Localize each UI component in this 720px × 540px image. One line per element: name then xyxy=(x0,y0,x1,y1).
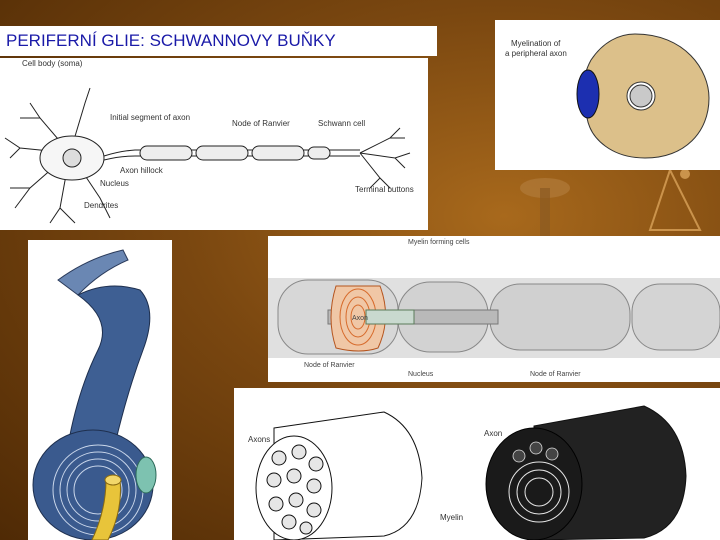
label-node-of-ranvier: Node of Ranvier xyxy=(232,119,290,128)
nerve-bundle-diagram: Axons Axon Myelin xyxy=(234,388,720,540)
nerve-bundle-illustration: Axons Axon Myelin xyxy=(248,405,687,540)
label-node-of-ranvier-right: Node of Ranvier xyxy=(530,371,581,378)
neuron-diagram: Cell body (soma) Initial segment of axon… xyxy=(0,58,428,230)
schwann-wrap-drawing xyxy=(32,249,157,540)
label-nucleus-3d: Nucleus xyxy=(408,371,434,378)
label-axon-3d: Axon xyxy=(352,315,368,322)
label-schwann-cell: Schwann cell xyxy=(318,119,365,128)
label-myelin-forming-cells: Myelin forming cells xyxy=(408,239,470,246)
label-dendrites: Dendrites xyxy=(84,201,118,210)
slide-title: PERIFERNÍ GLIE: SCHWANNOVY BUŇKY xyxy=(0,26,437,56)
label-terminal-buttons: Terminal buttons xyxy=(355,185,414,194)
myelination-diagram: Myelination of a peripheral axon xyxy=(495,20,720,170)
label-axon-hillock: Axon hillock xyxy=(120,166,164,175)
myelination-caption-line2: a peripheral axon xyxy=(505,49,567,58)
label-cell-body: Cell body (soma) xyxy=(22,59,83,68)
label-axons: Axons xyxy=(248,435,270,444)
myelination-illustration: Myelination of a peripheral axon xyxy=(505,33,710,159)
label-initial-segment: Initial segment of axon xyxy=(110,113,190,122)
myelin-forming-cells-diagram: Myelin forming cells Axon Node of Ranvie… xyxy=(268,236,720,382)
label-myelin: Myelin xyxy=(440,513,463,522)
myelination-caption-line1: Myelination of xyxy=(511,39,561,48)
scale-decoration xyxy=(520,167,702,238)
myelin-forming-cells-illustration: Myelin forming cells Axon Node of Ranvie… xyxy=(268,239,720,378)
schwann-wrap-illustration xyxy=(28,240,172,540)
label-nucleus: Nucleus xyxy=(100,179,129,188)
label-node-of-ranvier-left: Node of Ranvier xyxy=(304,362,355,369)
label-axon-bundle: Axon xyxy=(484,429,502,438)
neuron-illustration: Cell body (soma) Initial segment of axon… xyxy=(4,59,414,224)
